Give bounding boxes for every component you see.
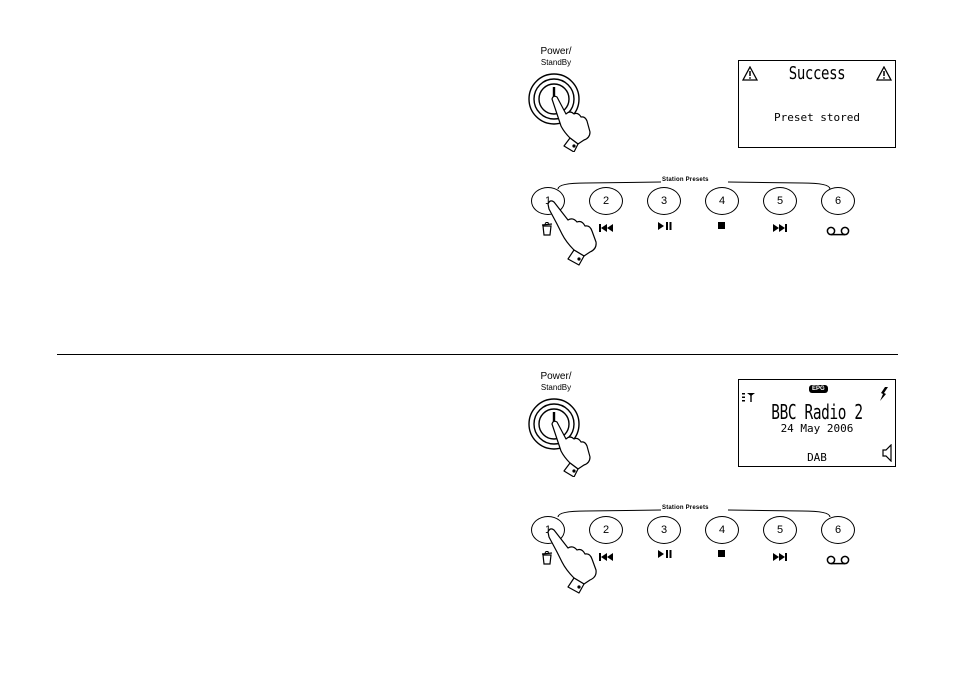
pointing-hand-icon <box>546 198 606 278</box>
stop-icon <box>718 550 726 558</box>
preset-button-4[interactable]: 4 <box>705 187 739 215</box>
power-button[interactable] <box>526 395 596 477</box>
display-mode: DAB <box>739 451 895 464</box>
display-message: Preset stored <box>739 111 895 124</box>
preset-button-4[interactable]: 4 <box>705 516 739 544</box>
station-name: BBC Radio 2 <box>761 400 873 424</box>
power-label-line2: StandBy <box>526 57 586 68</box>
preset-button-3[interactable]: 3 <box>647 187 681 215</box>
play-pause-icon <box>658 550 672 558</box>
display-title: Success <box>756 63 878 84</box>
cassette-icon <box>826 226 850 236</box>
power-label-line1: Power/ <box>526 371 586 382</box>
station-presets-label: Station Presets <box>662 505 709 511</box>
warning-icon <box>876 66 892 81</box>
power-standby-label: Power/ StandBy <box>526 371 586 393</box>
preset-button-3[interactable]: 3 <box>647 516 681 544</box>
power-button[interactable] <box>526 70 596 152</box>
epg-badge: EPG <box>809 385 828 393</box>
lcd-display: EPG BBC Radio 2 24 May 2006 DAB <box>738 379 896 467</box>
preset-button-5[interactable]: 5 <box>763 187 797 215</box>
power-standby-label: Power/ StandBy <box>526 46 586 68</box>
speaker-icon <box>882 444 893 462</box>
stop-icon <box>718 222 726 230</box>
preset-button-6[interactable]: 6 <box>821 516 855 544</box>
play-pause-icon <box>658 222 672 230</box>
plug-icon <box>879 387 889 401</box>
preset-button-6[interactable]: 6 <box>821 187 855 215</box>
power-label-line2: StandBy <box>526 382 586 393</box>
preset-button-5[interactable]: 5 <box>763 516 797 544</box>
cassette-icon <box>826 555 850 565</box>
next-icon <box>773 224 787 232</box>
lcd-display: Success Preset stored <box>738 60 896 148</box>
display-date: 24 May 2006 <box>739 422 895 435</box>
power-label-line1: Power/ <box>526 46 586 57</box>
station-presets-label: Station Presets <box>662 177 709 183</box>
section-divider <box>57 354 898 355</box>
next-icon <box>773 553 787 561</box>
signal-icon <box>742 392 756 402</box>
pointing-hand-icon <box>546 526 606 606</box>
